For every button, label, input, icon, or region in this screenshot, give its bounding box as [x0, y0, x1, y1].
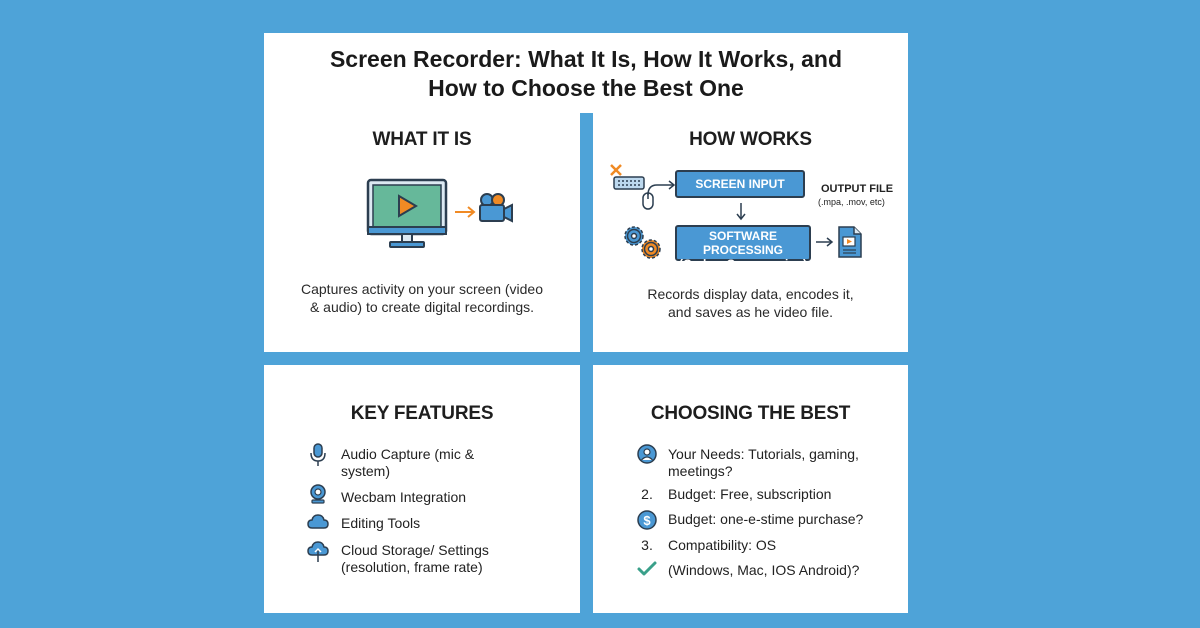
arrow-right-icon: [455, 206, 476, 218]
choosing-label: Budget: Free, subscription: [668, 486, 832, 502]
video-file-icon: [838, 226, 862, 258]
choosing-item-needs: Your Needs: Tutorials, gaming, meetings?: [668, 446, 859, 480]
cloud-icon: [307, 514, 329, 529]
choosing-item-os-list: (Windows, Mac, IOS Android)?: [668, 562, 859, 579]
keyboard-icon: [613, 176, 645, 190]
microphone-icon: [310, 443, 326, 466]
choosing-label-line-1: Your Needs: Tutorials, gaming,: [668, 446, 859, 462]
feature-label-line-2: (resolution, frame rate): [341, 559, 483, 575]
feature-label-line-2: system): [341, 463, 390, 479]
screen-input-label: SCREEN INPUT: [695, 177, 785, 191]
arrow-down-icon: [736, 203, 746, 221]
software-processing-box: SOFTWARE PROCESSING (Codec, Compression): [675, 225, 811, 271]
feature-label: Editing Tools: [341, 515, 421, 531]
video-camera-icon: [479, 193, 513, 223]
processing-label-line-1: SOFTWARE PROCESSING: [702, 229, 783, 257]
choosing-the-best-panel: CHOOSING THE BEST Your Needs: Tutorials,…: [593, 365, 908, 613]
choosing-label: (Windows, Mac, IOS Android)?: [668, 562, 860, 578]
gears-icon: [624, 226, 661, 259]
input-connector: [647, 180, 676, 196]
choosing-label: Budget: one-e-stime purchase?: [668, 511, 864, 527]
how-desc-line-1: Records display data, encodes it,: [647, 286, 854, 302]
feature-label-line-1: Audio Capture (mic &: [341, 446, 475, 462]
how-desc-line-2: and saves as he video file.: [668, 304, 833, 320]
what-desc-line-1: Captures activity on your screen (video: [301, 281, 543, 297]
feature-audio-capture: Audio Capture (mic & system): [341, 446, 474, 480]
close-x-icon: [610, 164, 622, 176]
how-works-heading: HOW WORKS: [689, 129, 812, 150]
monitor-play-icon: [366, 178, 448, 248]
choosing-item-compatibility: Compatibility: OS: [668, 537, 776, 554]
list-number: 3.: [641, 537, 653, 553]
screen-input-box: SCREEN INPUT: [675, 170, 805, 198]
what-it-is-heading: WHAT IT IS: [372, 129, 472, 150]
what-desc-line-2: & audio) to create digital recordings.: [309, 299, 535, 315]
output-file-label: OUTPUT FILE: [821, 183, 894, 195]
title-panel: Screen Recorder: What It Is, How It Work…: [264, 33, 908, 113]
webcam-icon: [310, 484, 326, 504]
checkmark-icon: [637, 561, 657, 576]
arrow-right-icon: [816, 237, 834, 247]
title-line-1: Screen Recorder: What It Is, How It Work…: [329, 46, 843, 72]
user-icon: [637, 444, 657, 464]
key-features-panel: KEY FEATURES Audio Capture (mic & system…: [264, 365, 580, 613]
choosing-item-budget-one-time: Budget: one-e-stime purchase?: [668, 511, 863, 528]
title-line-2: How to Choose the Best One: [428, 75, 744, 101]
how-works-panel: HOW WORKS SCREEN INPUT OUTPUT FILE (.mpa…: [593, 113, 908, 352]
svg-text:$: $: [643, 513, 651, 528]
feature-label-line-1: Cloud Storage/ Settings: [341, 542, 489, 558]
cloud-upload-icon: [307, 541, 329, 562]
processing-label-line-2: (Codec, Compression): [678, 257, 807, 271]
feature-webcam: Wecbam Integration: [341, 489, 466, 506]
dollar-icon: $: [637, 510, 657, 530]
choosing-label-line-2: meetings?: [668, 463, 733, 479]
feature-editing-tools: Editing Tools: [341, 515, 420, 532]
how-works-description: Records display data, encodes it, and sa…: [593, 285, 908, 321]
feature-label: Wecbam Integration: [341, 489, 467, 505]
key-features-heading: KEY FEATURES: [350, 403, 494, 424]
choosing-label: Compatibility: OS: [668, 537, 777, 553]
page-title: Screen Recorder: What It Is, How It Work…: [264, 45, 908, 103]
list-number: 2.: [641, 486, 653, 502]
output-formats-label: (.mpa, .mov, etc): [818, 197, 885, 207]
what-it-is-panel: WHAT IT IS Captures activity on your scr…: [264, 113, 580, 352]
what-it-is-description: Captures activity on your screen (video …: [264, 280, 580, 316]
feature-cloud-storage: Cloud Storage/ Settings (resolution, fra…: [341, 542, 489, 576]
choosing-item-budget-free: Budget: Free, subscription: [668, 486, 831, 503]
choosing-heading: CHOOSING THE BEST: [650, 403, 851, 424]
